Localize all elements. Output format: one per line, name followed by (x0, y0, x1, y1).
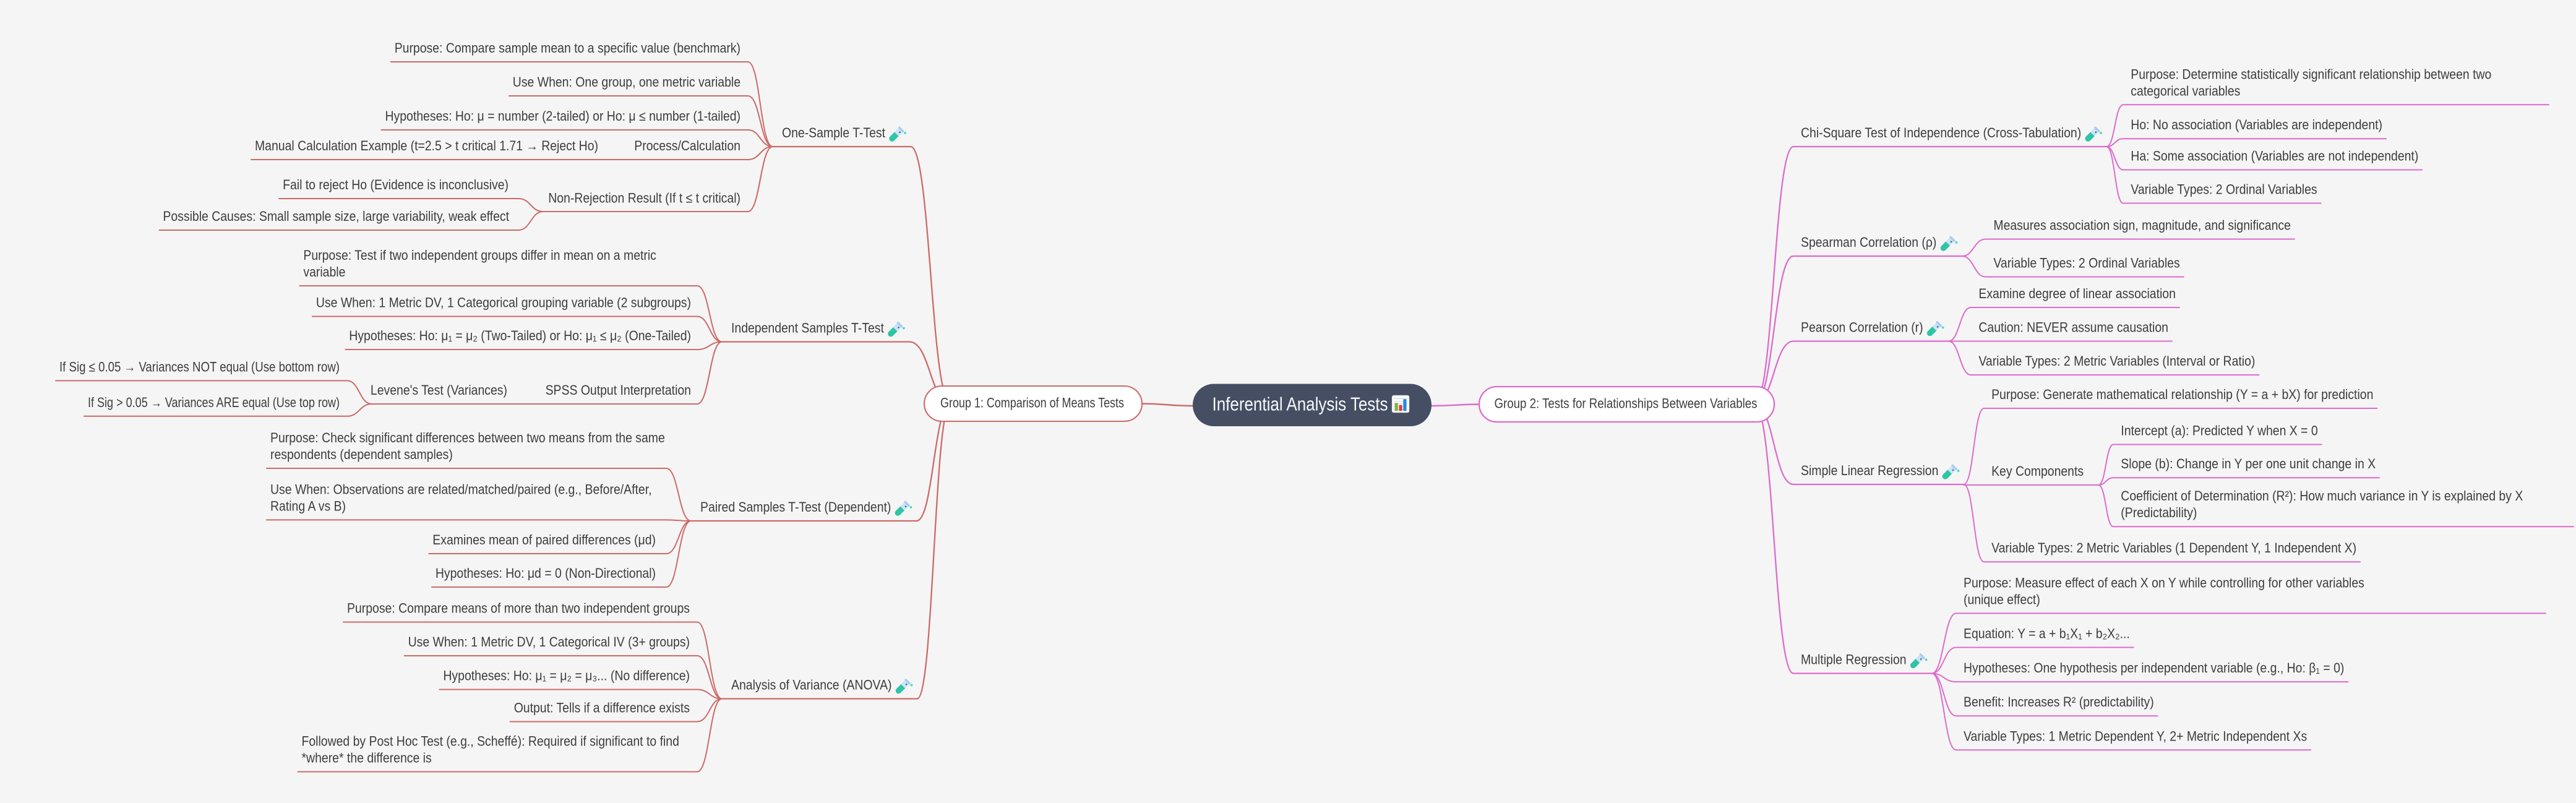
svg-text:Variable Types: 2 Metric Varia: Variable Types: 2 Metric Variables (1 De… (1991, 540, 2356, 556)
svg-text:Use When: Observations are rel: Use When: Observations are related/match… (270, 481, 652, 497)
svg-text:One-Sample T-Test: One-Sample T-Test (782, 125, 885, 140)
svg-text:Possible Causes: Small sample: Possible Causes: Small sample size, larg… (163, 208, 509, 224)
svg-text:(Predictability): (Predictability) (2121, 505, 2197, 520)
svg-text:Caution: NEVER assume causatio: Caution: NEVER assume causation (1978, 320, 2168, 335)
svg-text:Hypotheses: Ho: μd = 0 (Non-Di: Hypotheses: Ho: μd = 0 (Non-Directional) (436, 565, 656, 581)
svg-text:(unique effect): (unique effect) (1964, 591, 2040, 607)
svg-text:Purpose: Determine statistical: Purpose: Determine statistically signifi… (2131, 66, 2491, 82)
svg-text:Purpose: Measure effect of eac: Purpose: Measure effect of each X on Y w… (1964, 575, 2364, 590)
svg-text:Hypotheses: Ho: μ = number (2-: Hypotheses: Ho: μ = number (2-tailed) or… (385, 108, 741, 124)
svg-text:Pearson Correlation (r): Pearson Correlation (r) (1801, 320, 1923, 335)
svg-text:Hypotheses: One hypothesis per: Hypotheses: One hypothesis per independe… (1964, 660, 2344, 676)
svg-text:Manual Calculation Example (t=: Manual Calculation Example (t=2.5 > t cr… (255, 138, 598, 153)
svg-text:Use When: One group, one metri: Use When: One group, one metric variable (513, 74, 741, 90)
svg-text:Inferential Analysis Tests: Inferential Analysis Tests (1213, 393, 1388, 415)
svg-text:Hypotheses: Ho: μ₁ = μ₂ (Two-T: Hypotheses: Ho: μ₁ = μ₂ (Two-Tailed) or … (349, 328, 691, 343)
svg-text:Variable Types: 1 Metric Depen: Variable Types: 1 Metric Dependent Y, 2+… (1964, 728, 2307, 744)
svg-text:If Sig ≤ 0.05 → Variances NOT: If Sig ≤ 0.05 → Variances NOT equal (Use… (59, 359, 340, 374)
svg-text:Purpose: Check significant dif: Purpose: Check significant differences b… (270, 430, 665, 445)
svg-text:Equation: Y = a + b₁X₁ + b₂X₂.: Equation: Y = a + b₁X₁ + b₂X₂... (1964, 626, 2130, 642)
svg-text:Benefit: Increases R² (predict: Benefit: Increases R² (predictability) (1964, 694, 2154, 710)
svg-text:Ha: Some association (Variable: Ha: Some association (Variables are not … (2131, 148, 2418, 164)
svg-text:Key Components: Key Components (1991, 463, 2084, 479)
svg-text:Purpose: Compare means of more: Purpose: Compare means of more than two … (347, 601, 690, 616)
svg-text:Spearman Correlation (ρ): Spearman Correlation (ρ) (1801, 234, 1936, 250)
svg-text:Analysis of Variance (ANOVA): Analysis of Variance (ANOVA) (731, 677, 892, 693)
svg-text:Use When: 1 Metric DV, 1 Categ: Use When: 1 Metric DV, 1 Categorical gro… (316, 295, 691, 311)
svg-text:Intercept (a): Predicted Y whe: Intercept (a): Predicted Y when X = 0 (2121, 423, 2317, 439)
svg-text:Ho: No association (Variables: Ho: No association (Variables are indepe… (2131, 117, 2382, 132)
svg-text:Purpose: Compare sample mean t: Purpose: Compare sample mean to a specif… (395, 40, 741, 56)
svg-text:Chi-Square Test of Independenc: Chi-Square Test of Independence (Cross-T… (1801, 125, 2081, 140)
svg-text:categorical variables: categorical variables (2131, 83, 2240, 98)
svg-text:SPSS Output Interpretation: SPSS Output Interpretation (546, 382, 691, 398)
svg-text:respondents (dependent samples: respondents (dependent samples) (270, 447, 453, 462)
svg-text:Examines mean of paired differ: Examines mean of paired differences (μd) (432, 532, 656, 548)
svg-text:Rating A vs B): Rating A vs B) (270, 498, 346, 513)
svg-text:Process/Calculation: Process/Calculation (634, 138, 741, 153)
svg-text:Slope (b): Change in Y per one: Slope (b): Change in Y per one unit chan… (2121, 456, 2376, 471)
svg-text:Use When: 1 Metric DV, 1 Categ: Use When: 1 Metric DV, 1 Categorical IV … (408, 634, 690, 650)
svg-text:Multiple Regression: Multiple Regression (1801, 652, 1907, 668)
svg-text:Levene's Test (Variances): Levene's Test (Variances) (371, 382, 507, 398)
svg-text:Variable Types: 2 Ordinal Vari: Variable Types: 2 Ordinal Variables (1993, 256, 2179, 271)
svg-text:variable: variable (303, 264, 345, 280)
svg-text:Variable Types: 2 Ordinal Vari: Variable Types: 2 Ordinal Variables (2131, 182, 2317, 197)
svg-text:Hypotheses: Ho: μ₁ = μ₂ = μ₃..: Hypotheses: Ho: μ₁ = μ₂ = μ₃... (No diff… (443, 668, 690, 684)
svg-text:Purpose: Test if two independe: Purpose: Test if two independent groups … (303, 247, 656, 263)
svg-text:If Sig > 0.05 → Variances ARE: If Sig > 0.05 → Variances ARE equal (Use… (88, 395, 340, 410)
svg-text:Fail to reject Ho (Evidence is: Fail to reject Ho (Evidence is inconclus… (283, 177, 509, 192)
svg-text:Examine degree of linear assoc: Examine degree of linear association (1978, 286, 2176, 301)
svg-text:*where* the difference is: *where* the difference is (302, 750, 432, 766)
svg-text:Independent Samples T-Test: Independent Samples T-Test (731, 320, 884, 336)
svg-text:Measures association sign, mag: Measures association sign, magnitude, an… (1993, 218, 2291, 233)
svg-text:Purpose: Generate mathematical: Purpose: Generate mathematical relations… (1991, 387, 2373, 402)
svg-text:Output: Tells if a difference: Output: Tells if a difference exists (514, 700, 690, 716)
svg-text:Variable Types: 2 Metric Varia: Variable Types: 2 Metric Variables (Inte… (1978, 353, 2255, 369)
svg-text:Simple Linear Regression: Simple Linear Regression (1801, 463, 1938, 478)
svg-text:Followed by Post Hoc Test (e.g: Followed by Post Hoc Test (e.g., Scheffé… (302, 734, 679, 749)
svg-text:Group 2: Tests for Relationshi: Group 2: Tests for Relationships Between… (1495, 396, 1758, 411)
svg-text:Non-Rejection Result (If t ≤ t: Non-Rejection Result (If t ≤ t critical) (548, 191, 741, 206)
svg-text:Coefficient of Determination (: Coefficient of Determination (R²): How m… (2121, 488, 2523, 504)
svg-text:Group 1: Comparison of Means T: Group 1: Comparison of Means Tests (940, 395, 1124, 411)
svg-text:Paired Samples T-Test (Depende: Paired Samples T-Test (Dependent) (700, 499, 891, 515)
